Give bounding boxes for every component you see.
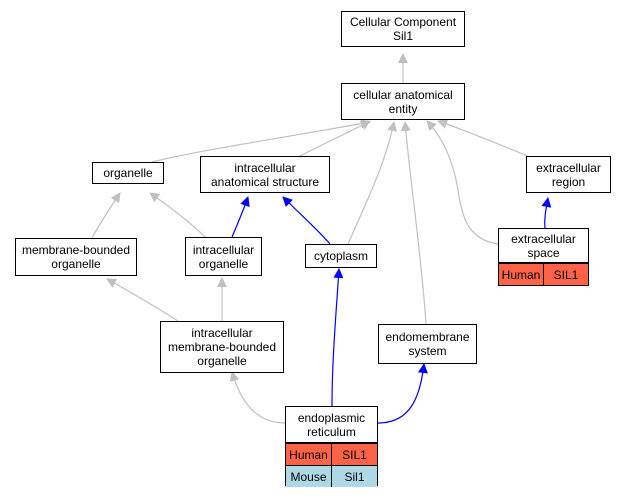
species-cell: Human [501, 267, 541, 282]
gene-cell: SIL1 [331, 444, 377, 465]
edge-ecs-to-ecr [541, 197, 552, 229]
node-extracellular-space: extracellular space Human SIL1 [498, 228, 589, 286]
node-cytoplasm: cytoplasm [305, 244, 377, 268]
node-cellular-anatomical-entity: cellular anatomical entity [341, 83, 465, 120]
species-row: Human SIL1 [286, 443, 377, 465]
node-extracellular-region: extracellular region [526, 156, 611, 193]
species-row: Human SIL1 [499, 263, 588, 285]
gene-cell: SIL1 [543, 264, 588, 285]
edge-imbo-to-mbo [106, 278, 179, 322]
species-cell: Human [289, 447, 328, 462]
edge-endo-to-cae [400, 121, 427, 325]
edge-cyto-to-ias [282, 196, 331, 245]
species-row: Mouse Sil1 [286, 465, 377, 487]
edge-er-to-endo [377, 363, 428, 424]
species-cell: Mouse [290, 469, 327, 484]
node-intracellular-membrane-bounded-organelle: intracellular membrane-bounded organelle [160, 321, 284, 373]
node-endoplasmic-reticulum: endoplasmic reticulum Human SIL1 Mouse S… [285, 406, 378, 487]
node-membrane-bounded-organelle: membrane-bounded organelle [15, 238, 137, 276]
edge-ias-to-cae [299, 120, 371, 157]
node-intracellular-anatomical-structure: intracellular anatomical structure [200, 156, 330, 193]
node-organelle: organelle [92, 162, 164, 184]
edge-io-to-ias [231, 196, 250, 238]
edge-organelle-to-cae [151, 118, 371, 163]
edge-ecs-to-cae [426, 120, 499, 245]
node-cellular-component-sil1: Cellular Component Sil1 [341, 11, 465, 47]
node-intracellular-organelle: intracellular organelle [185, 237, 262, 276]
node-title: endoplasmic reticulum [286, 407, 377, 443]
edge-io-to-organelle [149, 192, 206, 238]
edge-cyto-to-cae [347, 121, 398, 245]
edge-er-to-imbo [229, 371, 286, 424]
gene-cell: Sil1 [331, 466, 377, 487]
node-title: extracellular space [499, 229, 588, 263]
node-endomembrane-system: endomembrane system [378, 324, 477, 364]
edge-ecr-to-cae [437, 119, 529, 157]
edge-er-to-cyto [331, 268, 344, 407]
edge-mbo-to-organelle [91, 192, 121, 239]
